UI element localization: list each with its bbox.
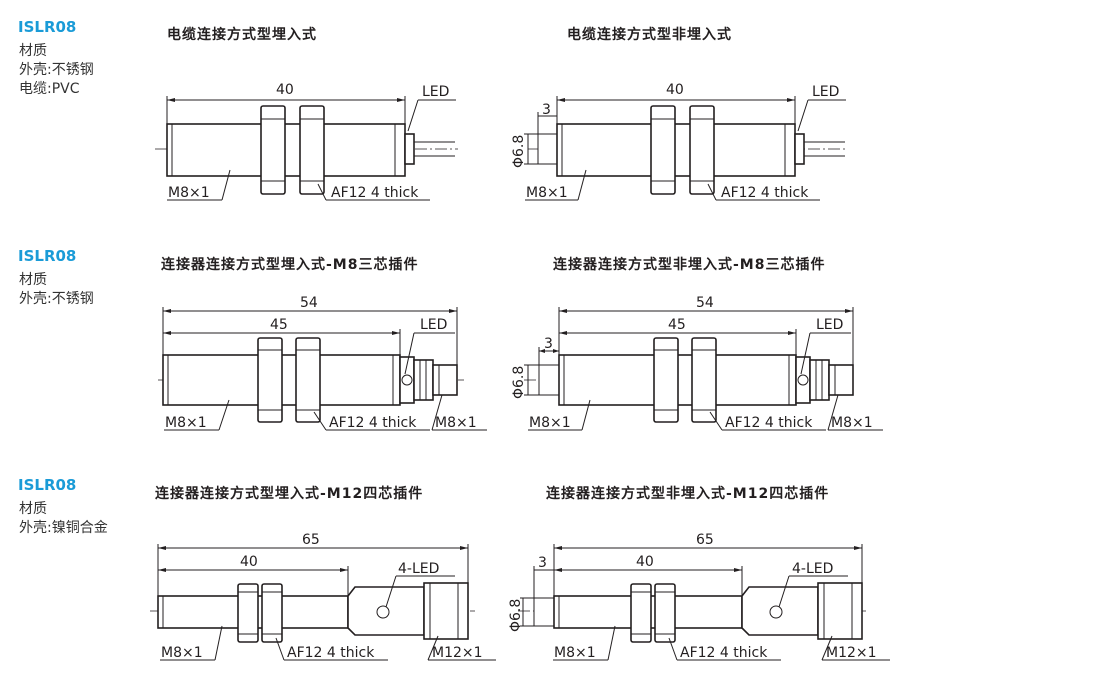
row-1-cable: ISLR08 材质 外壳:不锈钢 电缆:PVC 电缆连接方式型埋入式 电缆连接方… [0,18,1100,218]
nut-label: AF12 4 thick [721,185,809,201]
model-label: ISLR08 [18,18,77,36]
led-label: LED [816,317,843,333]
nut-label: AF12 4 thick [287,645,375,661]
drawing-flush-m12: 65 40 4-LED M8×1 AF12 4 thick M12×1 [150,532,496,661]
led4-label: 4-LED [398,561,439,577]
material-info: 材质 外壳:不锈钢 [19,271,94,309]
m8-connector-drawings: 54 45 LED M8×1 AF12 4 thick M8×1 [158,295,883,431]
caption-flush: 连接器连接方式型埋入式-M12四芯插件 [155,486,424,502]
diameter-label: Φ6.8 [508,599,524,632]
dim-45: 45 [270,317,288,333]
thread-label: M8×1 [435,415,477,431]
material-info: 材质 外壳:不锈钢 电缆:PVC [19,42,94,99]
thread-label: M8×1 [529,415,571,431]
model-label: ISLR08 [18,476,77,494]
thread-label: M8×1 [161,645,203,661]
thread-label-m12: M12×1 [432,645,483,661]
dim-3: 3 [542,102,551,118]
thread-label: M8×1 [526,185,568,201]
nut-label: AF12 4 thick [680,645,768,661]
material-title: 材质 [19,272,47,288]
dim-40: 40 [636,554,654,570]
row-2-m8-connector: ISLR08 材质 外壳:不锈钢 连接器连接方式型埋入式-M8三芯插件 连接器连… [0,247,1100,447]
led-label: LED [420,317,447,333]
dim-65: 65 [302,532,320,548]
led4-label: 4-LED [792,561,833,577]
caption-flush: 连接器连接方式型埋入式-M8三芯插件 [161,257,419,273]
drawing-flush-cable: 40 LED M8×1 AF12 4 thick [155,82,458,201]
m12-connector-drawings: 65 40 4-LED M8×1 AF12 4 thick M12×1 [150,532,890,661]
dim-54: 54 [696,295,714,311]
material-title: 材质 [19,501,47,517]
cable-drawings: 40 LED M8×1 AF12 4 thick [155,82,848,201]
caption-nonflush: 电缆连接方式型非埋入式 [567,27,732,43]
material-line: 外壳:不锈钢 [19,62,94,78]
dim-40: 40 [240,554,258,570]
material-line: 电缆:PVC [19,81,80,97]
thread-label-m12: M12×1 [826,645,877,661]
material-info: 材质 外壳:镍铜合金 [19,500,108,538]
dim-45: 45 [668,317,686,333]
dim-54: 54 [300,295,318,311]
thread-label: M8×1 [831,415,873,431]
dim-65: 65 [696,532,714,548]
drawing-nonflush-cable: 40 3 Φ6.8 LED M8×1 AF12 4 thick [511,82,848,201]
drawing-nonflush-m12: 65 40 3 Φ6.8 4-LED M8×1 AF12 4 thick [508,532,890,661]
row-3-m12-connector: ISLR08 材质 外壳:镍铜合金 连接器连接方式型埋入式-M12四芯插件 连接… [0,476,1100,698]
diameter-label: Φ6.8 [511,366,527,399]
nut-label: AF12 4 thick [725,415,813,431]
thread-label: M8×1 [165,415,207,431]
caption-flush: 电缆连接方式型埋入式 [167,27,317,43]
material-title: 材质 [19,43,47,59]
drawing-nonflush-m8: 54 45 3 Φ6.8 LED M8×1 AF12 4 thick [511,295,883,431]
nut-label: AF12 4 thick [331,185,419,201]
diameter-label: Φ6.8 [511,135,527,168]
led-label: LED [422,84,449,100]
material-line: 外壳:镍铜合金 [19,520,108,536]
drawing-flush-m8: 54 45 LED M8×1 AF12 4 thick M8×1 [158,295,487,431]
dim-3: 3 [544,336,553,352]
led-label: LED [812,84,839,100]
material-line: 外壳:不锈钢 [19,291,94,307]
nut-label: AF12 4 thick [329,415,417,431]
caption-nonflush: 连接器连接方式型非埋入式-M12四芯插件 [546,486,830,502]
thread-label: M8×1 [554,645,596,661]
thread-label: M8×1 [168,185,210,201]
caption-nonflush: 连接器连接方式型非埋入式-M8三芯插件 [553,257,826,273]
model-label: ISLR08 [18,247,77,265]
dim-40: 40 [276,82,294,98]
dim-3: 3 [538,555,547,571]
dim-40: 40 [666,82,684,98]
